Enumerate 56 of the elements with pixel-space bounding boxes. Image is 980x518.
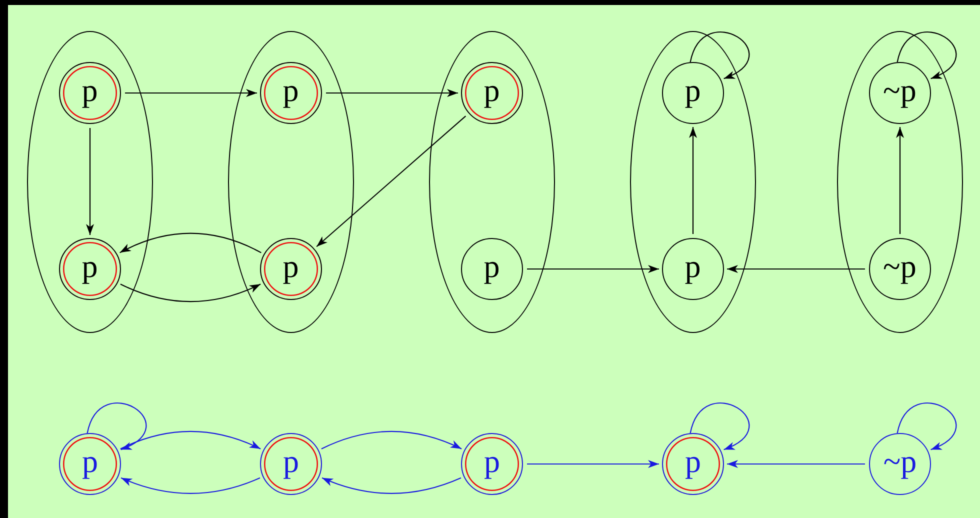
state-label: p [484,250,500,282]
arrow [326,89,458,97]
arrow [896,127,904,234]
state-label: p [82,74,98,106]
arrow [120,232,262,254]
group-ellipse [837,31,963,333]
state-label: p [282,250,299,282]
state-circle [868,62,931,124]
arrow [689,127,697,234]
arrow [727,460,865,468]
state-label: ~p [883,74,916,106]
state-circle [460,238,523,300]
state-circle [869,433,931,495]
arrow [690,402,750,450]
state-circle [868,238,931,300]
state-label: p [282,74,299,106]
state-circle [662,433,724,495]
arrow [896,402,957,450]
state-label: p [685,445,701,477]
state-circle [460,62,523,124]
state-circle [260,238,322,300]
state-circle [58,62,121,124]
state-circle [260,62,322,124]
state-label: p [82,445,98,477]
arrow [86,402,147,450]
group-ellipse [429,31,555,333]
state-circle [662,62,724,124]
arrow [527,265,659,273]
state-circle [59,433,121,495]
arrow [527,460,659,468]
arrow [690,32,750,80]
state-circle [461,433,523,495]
arrow [120,477,260,494]
state-label: p [684,250,701,282]
state-label: p [283,445,299,477]
arrow [322,477,462,494]
arrow [316,116,466,248]
group-ellipse [228,31,354,333]
state-label: ~p [883,445,917,477]
state-label: p [484,74,500,106]
state-circle [260,433,322,495]
arrow [120,430,261,450]
arrow [321,430,462,450]
arrow [120,284,261,302]
group-ellipse [630,31,756,333]
state-circle [662,238,724,300]
group-ellipse [27,31,153,333]
state-label: p [484,445,500,477]
state-circle [58,238,121,300]
arrow [727,265,865,273]
arrow [896,32,957,80]
arrow [125,89,257,97]
state-label: ~p [883,250,916,282]
state-label: p [82,250,98,282]
arrow [86,128,94,235]
state-label: p [684,74,701,106]
